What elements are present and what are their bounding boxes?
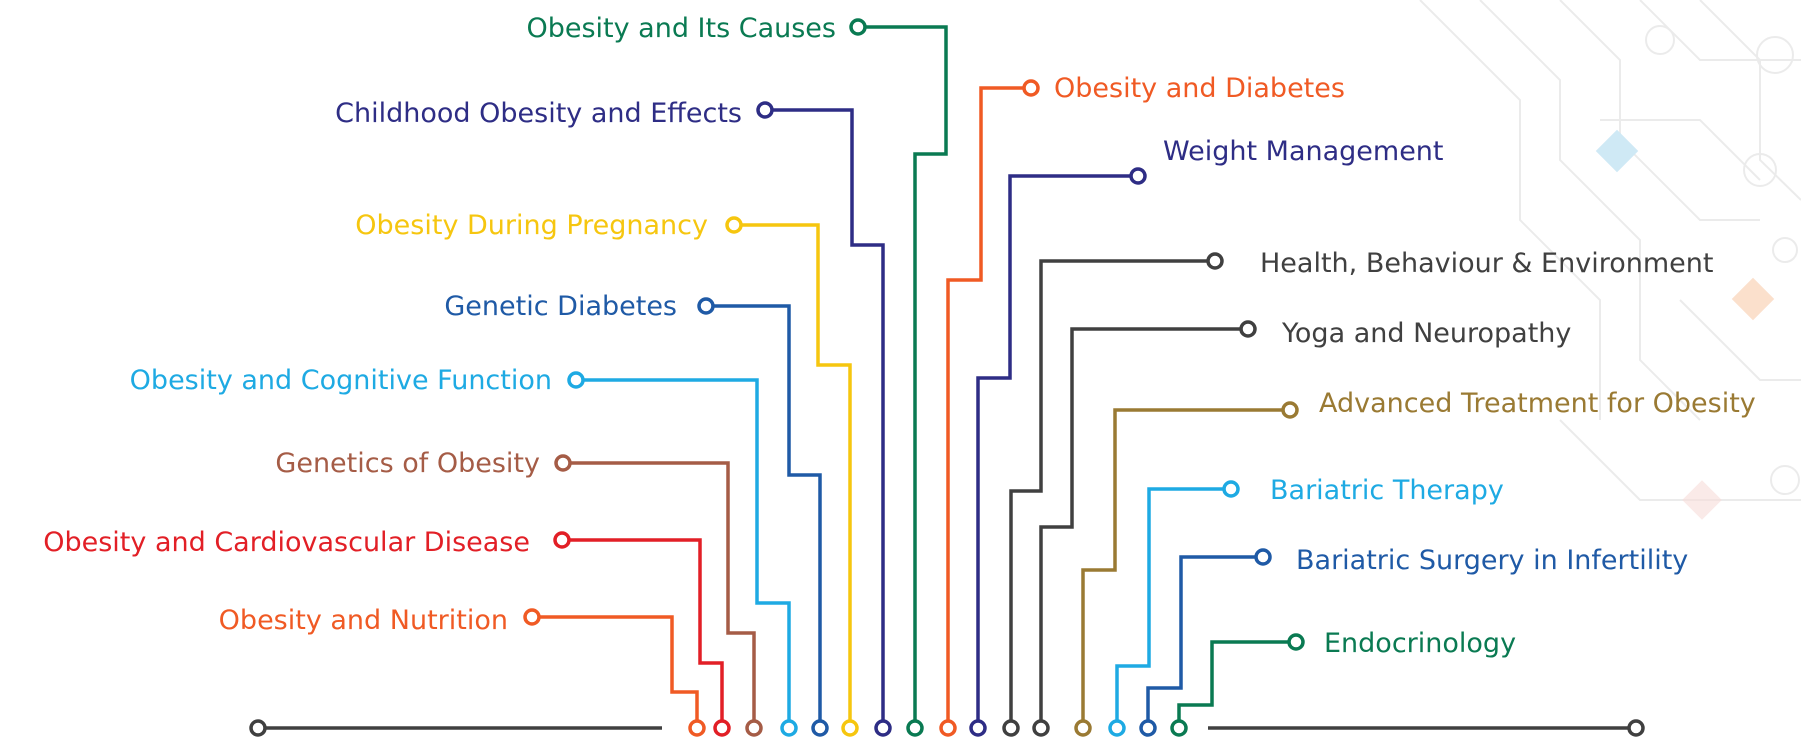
- topic-label-obesity-during-pregnancy[interactable]: Obesity During Pregnancy: [355, 210, 708, 241]
- topic-label-childhood-obesity-and-effects[interactable]: Childhood Obesity and Effects: [335, 98, 742, 129]
- baseline-node: [1032, 719, 1050, 737]
- topic-label-obesity-and-its-causes[interactable]: Obesity and Its Causes: [526, 13, 836, 44]
- connector-start-node: [756, 101, 774, 119]
- topic-connector-childhood-obesity-and-effects: [756, 101, 892, 737]
- baseline-node: [688, 719, 706, 737]
- connector-start-node: [523, 608, 541, 626]
- connector-start-node: [567, 371, 585, 389]
- topic-label-genetic-diabetes[interactable]: Genetic Diabetes: [444, 291, 677, 322]
- topic-label-bariatric-therapy[interactable]: Bariatric Therapy: [1270, 475, 1504, 506]
- connector-start-node: [1239, 320, 1257, 338]
- connector-line: [1039, 327, 1248, 728]
- baseline-node: [1139, 719, 1157, 737]
- connector-line: [563, 461, 756, 728]
- connector-start-node: [1022, 79, 1040, 97]
- connector-start-node: [725, 216, 743, 234]
- connector-start-node: [1222, 480, 1240, 498]
- topic-label-obesity-and-nutrition[interactable]: Obesity and Nutrition: [219, 605, 508, 636]
- connector-line: [1009, 259, 1215, 728]
- baseline-node: [713, 719, 731, 737]
- topic-connector-weight-management: [969, 167, 1147, 737]
- connector-start-node: [1254, 548, 1272, 566]
- baseline-node: [906, 719, 924, 737]
- topic-connector-genetic-diabetes: [697, 297, 829, 737]
- connector-start-node: [1281, 401, 1299, 419]
- topic-connector-bariatric-surgery-in-infertility: [1139, 548, 1272, 737]
- connector-start-node: [554, 454, 572, 472]
- topic-label-obesity-and-diabetes[interactable]: Obesity and Diabetes: [1054, 73, 1345, 104]
- baseline-node: [939, 719, 957, 737]
- connector-start-node: [1129, 167, 1147, 185]
- topic-label-health-behaviour-and-environment[interactable]: Health, Behaviour & Environment: [1260, 248, 1713, 279]
- baseline-node: [811, 719, 829, 737]
- topic-connector-obesity-and-its-causes: [849, 18, 948, 737]
- topic-connector-endocrinology: [1170, 633, 1305, 737]
- topic-connector-bariatric-therapy: [1108, 480, 1240, 737]
- baseline-right-end-node: [1627, 719, 1645, 737]
- topic-label-obesity-and-cognitive-function[interactable]: Obesity and Cognitive Function: [130, 365, 552, 396]
- connector-start-node: [1206, 252, 1224, 270]
- connector-start-node: [553, 531, 571, 549]
- topic-label-bariatric-surgery-in-infertility[interactable]: Bariatric Surgery in Infertility: [1296, 545, 1688, 576]
- topic-connectors: [523, 18, 1305, 737]
- connector-line: [946, 86, 1031, 728]
- connector-line: [1177, 640, 1296, 728]
- diamond-decorations: [1595, 129, 1775, 520]
- baseline-node: [1074, 719, 1092, 737]
- topic-label-yoga-and-neuropathy[interactable]: Yoga and Neuropathy: [1281, 318, 1571, 349]
- baseline-node: [969, 719, 987, 737]
- topic-label-obesity-and-cardiovascular-disease[interactable]: Obesity and Cardiovascular Disease: [43, 527, 530, 558]
- connector-start-node: [849, 18, 867, 36]
- topic-label-weight-management[interactable]: Weight Management: [1163, 136, 1444, 167]
- topic-connector-genetics-of-obesity: [554, 454, 763, 737]
- connector-line: [576, 378, 791, 728]
- connector-line: [1115, 487, 1231, 728]
- connector-line: [1146, 555, 1263, 728]
- connector-line: [765, 108, 885, 728]
- connector-line: [562, 538, 724, 728]
- baseline-node: [1108, 719, 1126, 737]
- connector-line: [976, 174, 1138, 728]
- baseline-node: [1170, 719, 1188, 737]
- connector-line: [1081, 408, 1290, 728]
- topic-connector-obesity-and-cardiovascular-disease: [553, 531, 731, 737]
- topic-label-endocrinology[interactable]: Endocrinology: [1324, 628, 1516, 659]
- connector-start-node: [1287, 633, 1305, 651]
- baseline-node: [841, 719, 859, 737]
- topic-connector-yoga-and-neuropathy: [1032, 320, 1257, 737]
- topic-connector-obesity-during-pregnancy: [725, 216, 859, 737]
- timeline-baseline: [249, 719, 1645, 737]
- baseline-left-end-node: [249, 719, 267, 737]
- circuit-background-decoration: [1419, 0, 1801, 501]
- baseline-node: [780, 719, 798, 737]
- connector-line: [532, 615, 699, 728]
- topic-connector-obesity-and-cognitive-function: [567, 371, 798, 737]
- topic-label-advanced-treatment-for-obesity[interactable]: Advanced Treatment for Obesity: [1319, 388, 1756, 419]
- topic-connector-advanced-treatment-for-obesity: [1074, 401, 1299, 737]
- baseline-node: [874, 719, 892, 737]
- connector-start-node: [697, 297, 715, 315]
- baseline-node: [745, 719, 763, 737]
- connector-line: [858, 25, 948, 728]
- baseline-node: [1002, 719, 1020, 737]
- connector-line: [706, 304, 822, 728]
- topic-connector-health-behaviour-and-environment: [1002, 252, 1224, 737]
- connector-line: [734, 223, 852, 728]
- topic-label-genetics-of-obesity[interactable]: Genetics of Obesity: [275, 448, 540, 479]
- topic-connector-obesity-and-nutrition: [523, 608, 706, 737]
- topic-connector-obesity-and-diabetes: [939, 79, 1040, 737]
